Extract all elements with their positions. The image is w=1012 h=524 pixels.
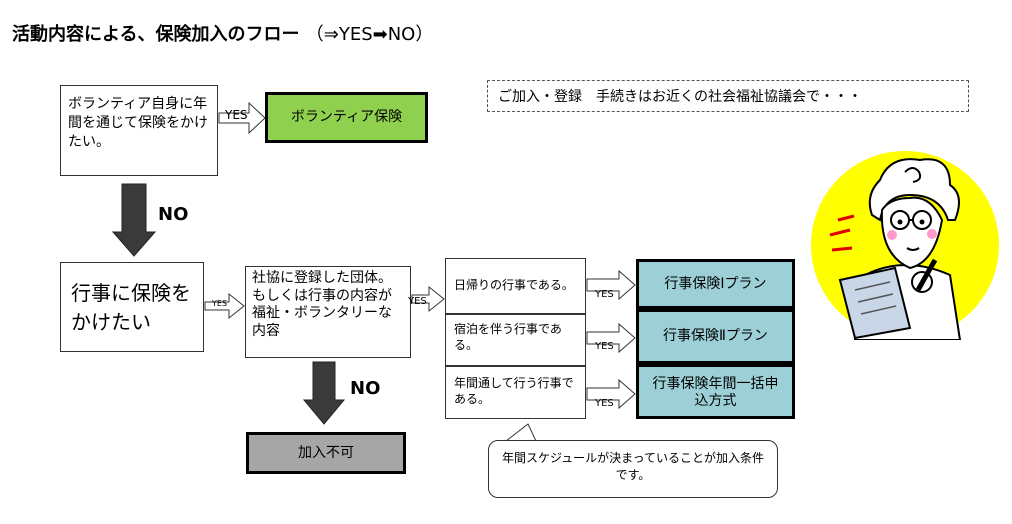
result-plan-annual: 行事保険年間一括申 込方式 [636,364,795,419]
yes-label-volunteer: YES [225,108,248,122]
question-volunteer-self: ボランティア自身に年間を通じて保険をかけたい。 [60,85,218,176]
result-volunteer-insurance: ボランティア保険 [265,92,428,143]
plan-annual-line2: 込方式 [694,393,737,409]
plan-annual-line1: 行事保険年間一括申 [652,376,779,392]
callout-tail [504,423,537,442]
yes-label-plan1: YES [595,289,614,300]
no-label-2: NO [350,378,381,399]
yes-arrow-event [204,292,245,320]
yes-label-plan2: YES [595,341,614,352]
callout-note: 年間スケジュールが決まっていることが加入条件です。 [488,440,778,498]
condition-overnight: 宿泊を伴う行事である。 [445,314,586,366]
no-arrow-1 [111,183,157,257]
title-legend: （⇒YES➡NO） [305,24,434,45]
page-title: 活動内容による、保険加入のフロー （⇒YES➡NO） [12,20,433,46]
yes-label-event: YES [212,299,228,308]
yes-arrow-volunteer [218,101,266,135]
yes-arrow-plan1 [586,269,636,301]
yes-arrow-plan2 [586,322,636,354]
yes-arrow-plan3 [586,378,636,410]
yes-label-group: YES [408,296,427,307]
condition-annual: 年間通して行う行事である。 [445,366,586,419]
yes-label-plan3: YES [595,398,614,409]
question-event-insurance: 行事に保険をかけたい [60,262,204,352]
question-registered-group: 社協に登録した団体。もしくは行事の内容が福祉・ボランタリーな内容 [245,266,411,358]
result-plan-1: 行事保険Ⅰプラン [636,259,795,309]
result-plan-2: 行事保険Ⅱプラン [636,309,795,364]
yes-arrow-group [411,285,445,313]
no-label-1: NO [158,204,189,225]
condition-day-trip: 日帰りの行事である。 [445,258,586,314]
result-not-allowed: 加入不可 [246,432,406,474]
no-arrow-2 [302,361,346,425]
notice-box: ご加入・登録 手続きはお近くの社会福祉協議会で・・・ [487,80,969,112]
teacher-illustration [811,151,999,340]
title-main: 活動内容による、保険加入のフロー [12,24,300,45]
